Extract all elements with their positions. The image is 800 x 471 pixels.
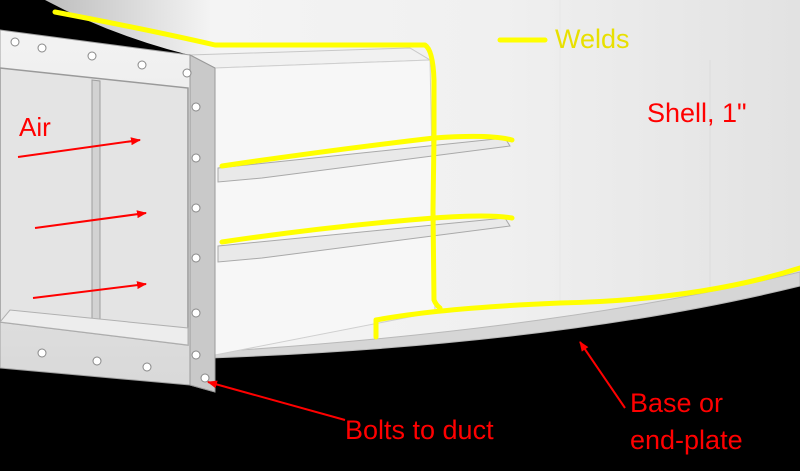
air-arrow-3 — [32, 281, 147, 299]
bolts-arrow — [207, 380, 346, 421]
bolt-holes — [10, 37, 210, 383]
air-label: Air — [19, 112, 51, 142]
divider-bar — [91, 79, 101, 335]
weld-lines — [52, 9, 800, 340]
base-end-plate — [209, 271, 800, 359]
upper-shelf — [217, 137, 511, 183]
inner-floor — [0, 309, 189, 346]
weld-vertical — [430, 135, 443, 311]
weld-base — [373, 265, 800, 340]
air-arrow-2 — [34, 210, 147, 229]
air-arrows — [17, 137, 626, 421]
bolts-label: Bolts to duct — [345, 415, 494, 445]
lower-shelf — [217, 217, 511, 263]
weld-top — [52, 9, 437, 141]
weld-upper-shelf — [219, 133, 515, 169]
weld-lower-shelf — [219, 213, 515, 245]
base-label-line2: end-plate — [630, 425, 743, 455]
base-label-line1: Base or — [630, 388, 724, 418]
legend-welds-label: Welds — [555, 24, 630, 54]
inlet-box-side — [214, 59, 436, 356]
base-arrow — [579, 341, 626, 409]
shell-label: Shell, 1" — [647, 98, 747, 128]
air-arrow-1 — [17, 137, 141, 158]
flange-edge — [189, 54, 216, 393]
